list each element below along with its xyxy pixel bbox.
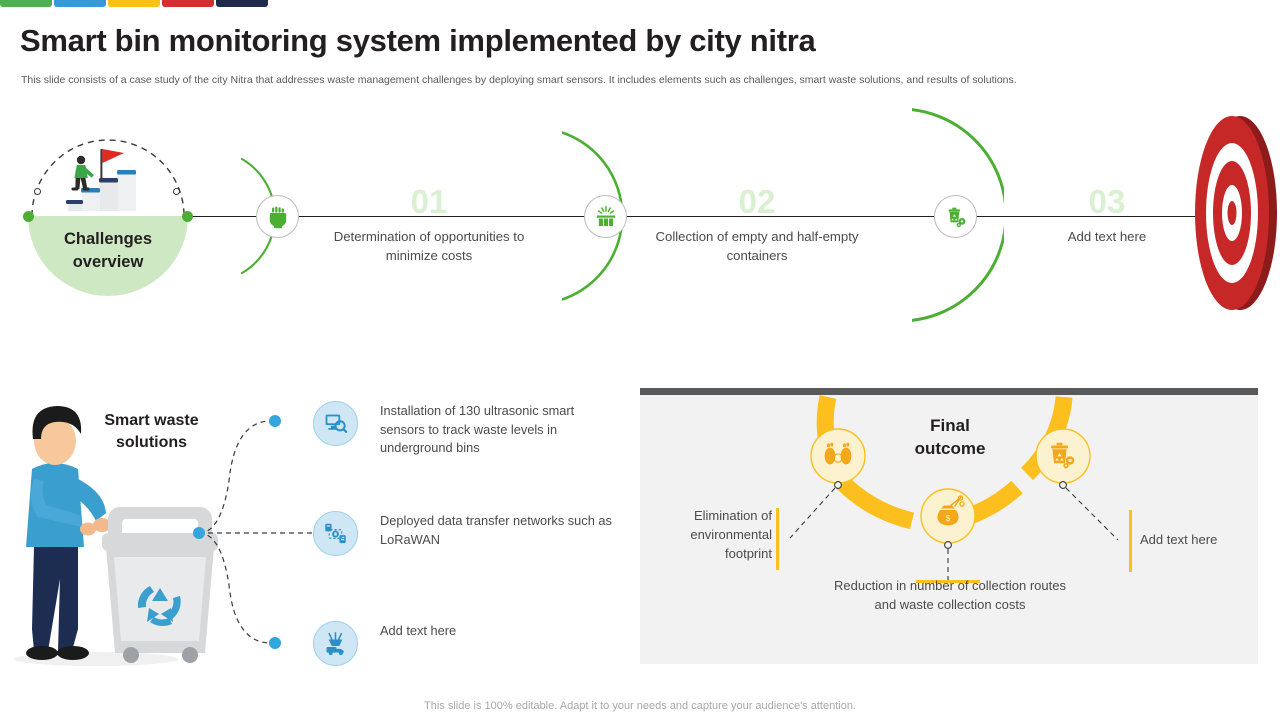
smart-waste-item-1[interactable]: Installation of 130 ultrasonic smart sen… <box>313 401 613 458</box>
challenges-label-line1: Challenges <box>63 230 153 248</box>
smart-waste-solutions-section: Smart waste solutions <box>0 385 630 675</box>
challenges-arc-dot-right <box>173 188 180 195</box>
step-2-number: 02 <box>738 183 776 220</box>
open-box-icon <box>596 205 615 227</box>
connector-origin-dot <box>193 527 205 539</box>
sws-title-line2: solutions <box>115 434 188 452</box>
outcome-node-3-label: Add text here <box>1140 532 1218 547</box>
step-1-number: 01 <box>410 183 448 220</box>
footer-note: This slide is 100% editable. Adapt it to… <box>424 700 856 712</box>
smart-waste-connector-lines <box>193 415 313 649</box>
svg-text:$: $ <box>946 514 951 523</box>
connector-dot-3 <box>269 637 281 649</box>
connector-dot-1 <box>269 415 281 427</box>
smart-waste-item-3[interactable]: Add text here <box>313 621 613 666</box>
brand-color-bars <box>0 0 268 7</box>
smart-waste-solutions-title: Smart waste solutions <box>84 410 219 454</box>
sws-title-line1: Smart waste <box>104 412 199 429</box>
network-transfer-icon <box>325 523 346 544</box>
color-bar-blue <box>54 0 106 7</box>
step-2-icon-circle[interactable] <box>584 195 627 238</box>
outcome-node-2-label: Reduction in number of collection routes… <box>834 578 1066 613</box>
step-3-text: Add text here <box>1067 229 1147 244</box>
footprints-icon <box>824 442 852 465</box>
final-outcome-panel: $ <box>640 388 1258 664</box>
final-outcome-graphics: $ <box>776 395 1132 583</box>
smart-waste-item-1-icon-circle <box>313 401 358 446</box>
outcome-node-1-label: Elimination of environmental footprint <box>690 508 772 562</box>
bin-recycle-gear-icon <box>1051 442 1075 469</box>
outcome-tick-3 <box>1129 510 1132 572</box>
step-1-text: Determination of opportunities to minimi… <box>333 229 525 264</box>
smart-waste-item-3-text: Add text here <box>380 623 457 638</box>
color-bar-navy <box>216 0 268 7</box>
timeline-section: Challenges overview 01 Determination <box>0 105 1280 322</box>
challenges-overview-node[interactable]: Challenges overview <box>23 125 193 325</box>
timeline-axis-line <box>188 216 1218 218</box>
challenges-arc-dot-left <box>34 188 41 195</box>
monitor-search-icon <box>325 414 348 433</box>
challenges-dashed-arc <box>31 139 185 217</box>
outcome-leader-line-3 <box>1065 487 1119 541</box>
page-subtitle: This slide consists of a case study of t… <box>21 74 1017 86</box>
person-with-recycling-bin-illustration <box>14 406 218 666</box>
step-2-text: Collection of empty and half-empty conta… <box>655 229 859 264</box>
step-3-icon-circle[interactable] <box>934 195 977 238</box>
outcome-title-line1: Final <box>930 416 970 435</box>
challenges-anchor-dot-right <box>182 211 193 222</box>
outcome-tick-2 <box>916 580 980 583</box>
dartboard-target-icon <box>1195 116 1277 310</box>
smart-waste-item-2[interactable]: Deployed data transfer networks such as … <box>313 511 613 556</box>
outcome-leader-line-1 <box>789 487 836 539</box>
smart-waste-item-3-icon-circle <box>313 621 358 666</box>
color-bar-yellow <box>108 0 160 7</box>
smart-waste-item-2-text: Deployed data transfer networks such as … <box>380 513 612 547</box>
outcome-node-1-circle <box>810 428 866 484</box>
challenges-label-line2: overview <box>72 253 144 272</box>
page-title: Smart bin monitoring system implemented … <box>20 23 816 58</box>
outcome-tick-1 <box>776 508 779 570</box>
smart-waste-item-1-text: Installation of 130 ultrasonic smart sen… <box>380 403 575 456</box>
waste-truck-icon <box>326 632 344 656</box>
step-1-icon-circle[interactable] <box>256 195 299 238</box>
raised-fist-icon <box>269 206 286 228</box>
step-3-arc <box>912 108 1004 322</box>
money-bag-scissors-icon: $ <box>937 495 965 526</box>
challenges-overview-label: Challenges overview <box>28 228 188 275</box>
color-bar-green <box>0 0 52 7</box>
stairs-success-illustration <box>66 149 136 211</box>
smart-waste-item-2-icon-circle <box>313 511 358 556</box>
challenges-anchor-dot-left <box>23 211 34 222</box>
final-outcome-title: Final outcome <box>895 414 1005 461</box>
outcome-title-line2: outcome <box>914 439 986 459</box>
color-bar-red <box>162 0 214 7</box>
waste-bin-gear-icon <box>948 207 965 227</box>
step-3-number: 03 <box>1088 183 1126 220</box>
final-outcome-top-bar <box>640 388 1258 395</box>
